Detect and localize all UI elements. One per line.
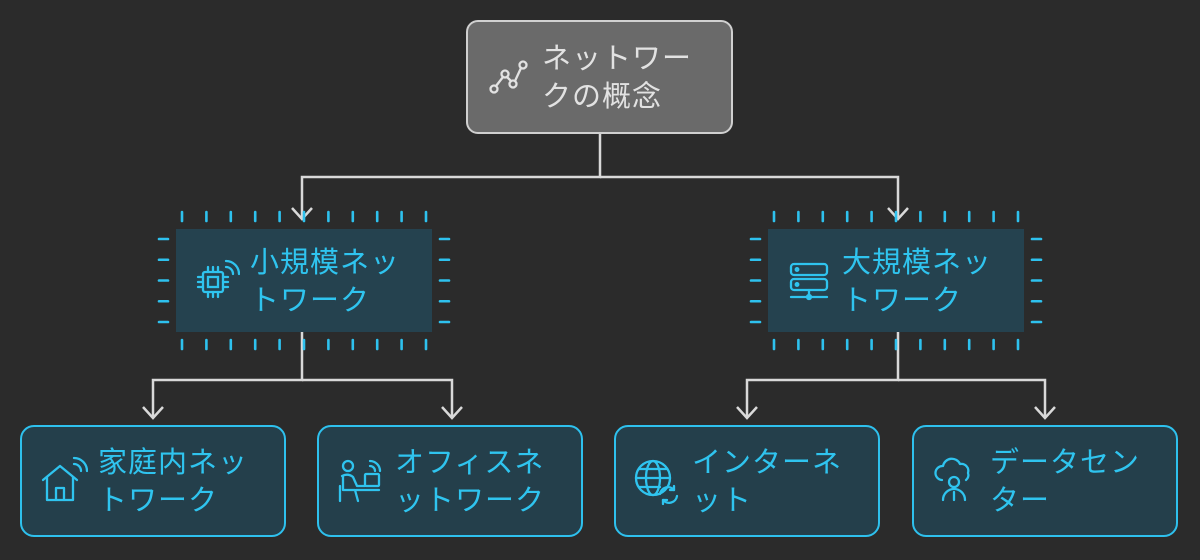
arrowhead-small xyxy=(291,207,313,221)
server-icon xyxy=(786,258,832,304)
leaf-node-internet[interactable]: インターネ ット xyxy=(614,425,880,537)
leaf-label-home: 家庭内ネッ トワーク xyxy=(98,445,249,517)
connector-large-dc xyxy=(898,378,1047,418)
small-network-node[interactable]: 小規模ネッ トワーク xyxy=(176,229,432,332)
leaf-label-office: オフィスネ ットワーク xyxy=(395,445,546,517)
iot-chip-icon xyxy=(194,258,240,304)
smart-home-icon xyxy=(38,456,88,506)
arrowhead-dc xyxy=(1034,406,1056,420)
root-node[interactable]: ネットワー クの概念 xyxy=(466,20,733,134)
office-worker-icon xyxy=(335,456,385,506)
network-graph-icon xyxy=(488,57,528,97)
leaf-label-internet: インターネ ット xyxy=(692,445,843,517)
arrowhead-office xyxy=(441,406,463,420)
connector-large-internet xyxy=(745,332,900,418)
leaf-node-home-network[interactable]: 家庭内ネッ トワーク xyxy=(20,425,286,537)
small-network-label: 小規模ネッ トワーク xyxy=(250,244,401,317)
connector-small-office xyxy=(302,378,454,418)
globe-sync-icon xyxy=(632,456,682,506)
connector-root-large xyxy=(600,175,900,218)
connector-lines xyxy=(142,134,1056,420)
leaf-node-office-network[interactable]: オフィスネ ットワーク xyxy=(317,425,583,537)
highlight-rays-large xyxy=(749,210,1043,351)
connector-root-small xyxy=(300,134,602,218)
large-network-node[interactable]: 大規模ネッ トワーク xyxy=(768,229,1024,332)
large-network-label: 大規模ネッ トワーク xyxy=(842,244,993,317)
highlight-rays-small xyxy=(157,210,451,351)
arrowhead-home xyxy=(142,406,164,420)
root-label: ネットワー クの概念 xyxy=(542,41,693,113)
arrowhead-internet xyxy=(736,406,758,420)
arrowhead-large xyxy=(887,207,909,221)
connector-small-home xyxy=(151,332,304,418)
cloud-user-icon xyxy=(930,456,980,506)
leaf-label-data-center: データセン ター xyxy=(990,445,1141,517)
leaf-node-data-center[interactable]: データセン ター xyxy=(912,425,1178,537)
